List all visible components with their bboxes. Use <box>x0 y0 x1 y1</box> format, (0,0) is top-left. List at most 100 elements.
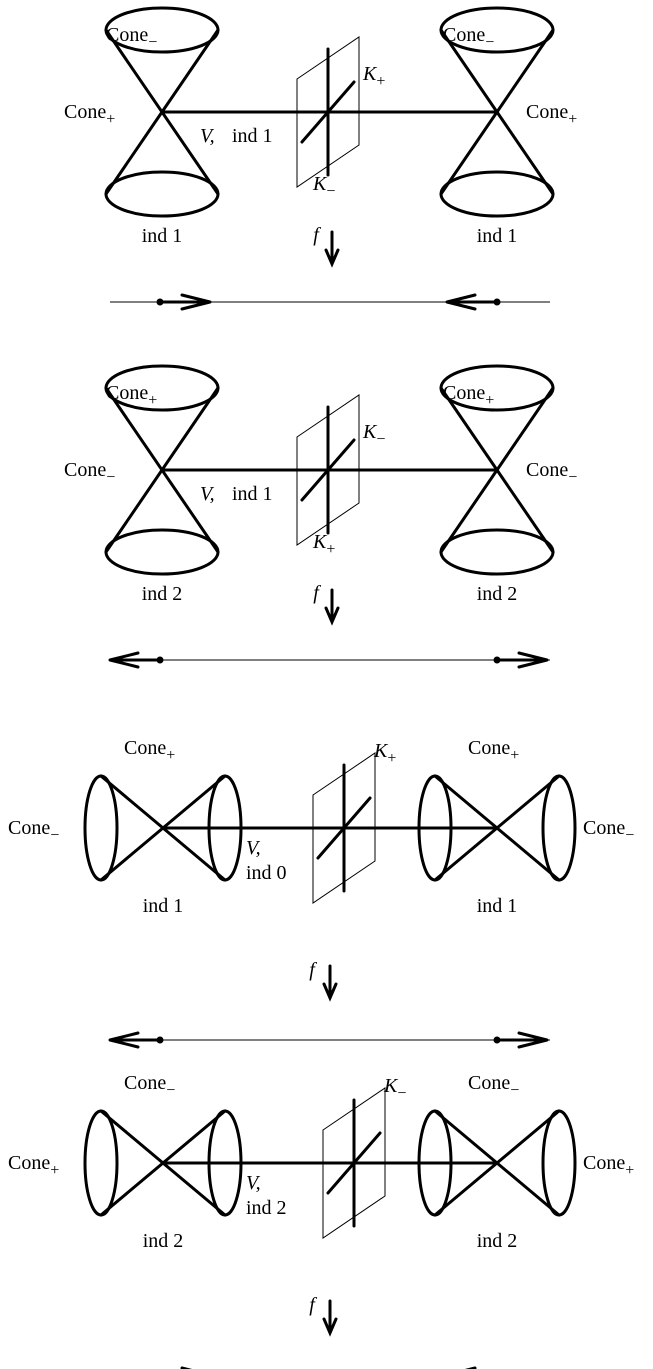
cone-top-left-label: Cone− <box>124 1072 175 1099</box>
f-arrow-head <box>322 1317 338 1337</box>
cone-side-right-label-subscript: − <box>625 827 634 844</box>
cone-top-left-label-subscript: + <box>166 747 175 764</box>
cone-top-right-label-text: Cone <box>443 24 485 46</box>
v-index-label: ind 1 <box>232 483 273 505</box>
cone-top-right-label-text: Cone <box>443 382 485 404</box>
cone-side-left-label: Cone+ <box>8 1152 59 1179</box>
ind-left-label: ind 2 <box>142 583 183 605</box>
ind-left-label: ind 1 <box>142 225 183 247</box>
ind-right-label-text: ind 1 <box>477 225 518 247</box>
f-label-text: f <box>313 224 321 246</box>
k-upper-label: K+ <box>373 740 396 767</box>
v-label: V, <box>200 125 215 147</box>
cone-top-right-label-text: Cone <box>468 1072 510 1094</box>
v-label-text: V, <box>246 1172 261 1194</box>
normal-plane <box>312 752 376 904</box>
cone-side-left-label-text: Cone <box>64 459 106 481</box>
ind-right-label: ind 1 <box>477 225 518 247</box>
k-upper-label-text: K <box>362 421 378 443</box>
cone-side-right-label: Cone− <box>583 817 634 844</box>
cone-side-right-label-subscript: + <box>625 1162 634 1179</box>
ind-left-label: ind 2 <box>143 1230 184 1252</box>
v-label: V, <box>246 1172 261 1194</box>
cone-top-right-label-subscript: − <box>510 1082 519 1099</box>
v-label: V, <box>246 837 261 859</box>
v-label-text: V, <box>200 483 215 505</box>
cone-top-right-label-subscript: − <box>485 34 494 51</box>
cone-side-right-label-text: Cone <box>526 459 568 481</box>
cone-side-left-label: Cone− <box>8 817 59 844</box>
f-label: f <box>313 224 321 246</box>
cone-top-right-label-subscript: + <box>510 747 519 764</box>
k-upper-label-subscript: + <box>387 750 396 767</box>
cone-top-right-label-text: Cone <box>468 737 510 759</box>
k-upper-label-text: K <box>373 740 389 762</box>
cone-top-left-label-subscript: − <box>166 1082 175 1099</box>
k-diagonal-line <box>300 438 356 502</box>
cone-top-left-label-subscript: − <box>148 34 157 51</box>
k-upper-label-text: K <box>383 1075 399 1097</box>
v-label: V, <box>200 483 215 505</box>
k-upper-label-text: K <box>362 63 378 85</box>
cone-top-left-label: Cone+ <box>124 737 175 764</box>
cone-top-left-label-text: Cone <box>124 1072 166 1094</box>
f-label-text: f <box>313 582 321 604</box>
normal-plane <box>296 394 360 546</box>
cone-side-left-label: Cone+ <box>64 101 115 128</box>
k-upper-label: K+ <box>362 63 385 90</box>
ind-left-label-text: ind 1 <box>142 225 183 247</box>
v-label-text: V, <box>246 837 261 859</box>
cone-side-right-label-subscript: − <box>568 469 577 486</box>
v-index-label-text: ind 2 <box>246 1197 287 1219</box>
ind-right-label-text: ind 1 <box>477 895 518 917</box>
f-arrow-head <box>324 606 340 626</box>
cone-left-bottom-ellipse <box>104 170 220 218</box>
flow-arrow-right-head <box>446 293 477 311</box>
cone-side-right-label: Cone− <box>526 459 577 486</box>
f-arrow-head <box>322 982 338 1002</box>
cone-top-right-label-subscript: + <box>485 392 494 409</box>
cone-top-left-label: Cone− <box>106 24 157 51</box>
v-label-text: V, <box>200 125 215 147</box>
cone-side-right-label: Cone+ <box>526 101 577 128</box>
k-lower-label: K− <box>312 173 335 200</box>
cone-side-right-label-subscript: + <box>568 111 577 128</box>
f-label-text: f <box>309 959 317 981</box>
k-lower-label: K+ <box>312 531 335 558</box>
k-upper-label: K− <box>362 421 385 448</box>
f-label: f <box>309 1294 317 1316</box>
cone-top-right-label: Cone− <box>468 1072 519 1099</box>
flow-arrow-right-head <box>517 651 548 669</box>
k-diagonal-line <box>300 80 356 144</box>
cone-top-right-label: Cone+ <box>443 382 494 409</box>
k-diagonal-line <box>326 1131 382 1195</box>
cone-side-left-label-subscript: − <box>106 469 115 486</box>
flow-arrow-left-head <box>109 1031 140 1049</box>
k-lower-label-subscript: + <box>326 541 335 558</box>
cone-top-left-label-subscript: + <box>148 392 157 409</box>
v-index-label-text: ind 1 <box>232 483 273 505</box>
ind-right-label-text: ind 2 <box>477 583 518 605</box>
normal-plane <box>322 1087 386 1239</box>
cone-right-right-ellipse <box>541 774 577 882</box>
cone-side-left-label-text: Cone <box>8 1152 50 1174</box>
ind-left-label-text: ind 1 <box>143 895 184 917</box>
k-lower-label-text: K <box>312 173 328 195</box>
k-diagonal-line <box>316 796 372 860</box>
v-index-label-text: ind 0 <box>246 862 287 884</box>
cone-side-right-label: Cone+ <box>583 1152 634 1179</box>
k-lower-label-text: K <box>312 531 328 553</box>
f-label: f <box>313 582 321 604</box>
flow-arrow-left-head <box>180 293 211 311</box>
cone-side-left-label-subscript: + <box>106 111 115 128</box>
cone-side-left-label-subscript: − <box>50 827 59 844</box>
cone-top-right-label: Cone− <box>443 24 494 51</box>
cone-right-right-ellipse <box>541 1109 577 1217</box>
cone-top-left-label: Cone+ <box>106 382 157 409</box>
cone-right-bottom-ellipse <box>439 528 555 576</box>
cone-side-right-label-text: Cone <box>526 101 568 123</box>
cone-side-left-label-text: Cone <box>64 101 106 123</box>
